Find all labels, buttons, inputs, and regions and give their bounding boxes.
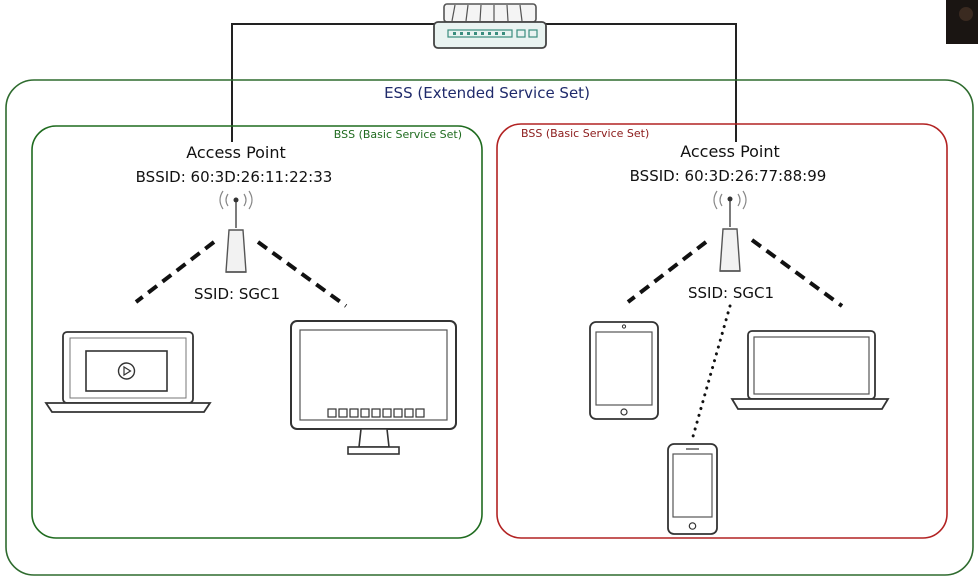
smartphone-icon bbox=[667, 443, 718, 535]
wireless-link-left-monitor bbox=[256, 240, 348, 308]
bss-left-boundary bbox=[31, 125, 483, 539]
ap-left-ssid: SSID: SGC1 bbox=[194, 285, 280, 303]
webcam-overlay-figure bbox=[959, 7, 973, 21]
play-icon bbox=[117, 362, 136, 380]
uplink-wire-left bbox=[231, 23, 438, 142]
webcam-overlay bbox=[946, 0, 978, 44]
wireless-link-right-laptop bbox=[750, 238, 844, 308]
ap-right-bssid: BSSID: 60:3D:26:77:88:99 bbox=[630, 167, 827, 185]
wireless-link-right-phone bbox=[690, 304, 732, 442]
bss-right-boundary bbox=[496, 123, 948, 539]
laptop-icon bbox=[730, 330, 890, 410]
laptop-icon bbox=[44, 331, 212, 413]
access-point-antenna-icon bbox=[219, 190, 253, 273]
ap-left-title: Access Point bbox=[186, 143, 286, 162]
desktop-monitor-icon bbox=[290, 320, 457, 455]
ap-left-bssid: BSSID: 60:3D:26:11:22:33 bbox=[136, 168, 333, 186]
ess-boundary bbox=[5, 79, 974, 576]
ess-label: ESS (Extended Service Set) bbox=[384, 84, 590, 102]
access-point-antenna-icon bbox=[713, 190, 747, 272]
bss-left-label: BSS (Basic Service Set) bbox=[334, 128, 462, 141]
router-icon bbox=[433, 3, 547, 49]
uplink-wire-right bbox=[542, 23, 737, 142]
ap-right-title: Access Point bbox=[680, 142, 780, 161]
wireless-link-left-laptop bbox=[134, 240, 216, 304]
bss-right-label: BSS (Basic Service Set) bbox=[521, 127, 649, 140]
wireless-link-right-tablet bbox=[626, 240, 708, 304]
tablet-icon bbox=[589, 321, 659, 420]
ap-right-ssid: SSID: SGC1 bbox=[688, 284, 774, 302]
